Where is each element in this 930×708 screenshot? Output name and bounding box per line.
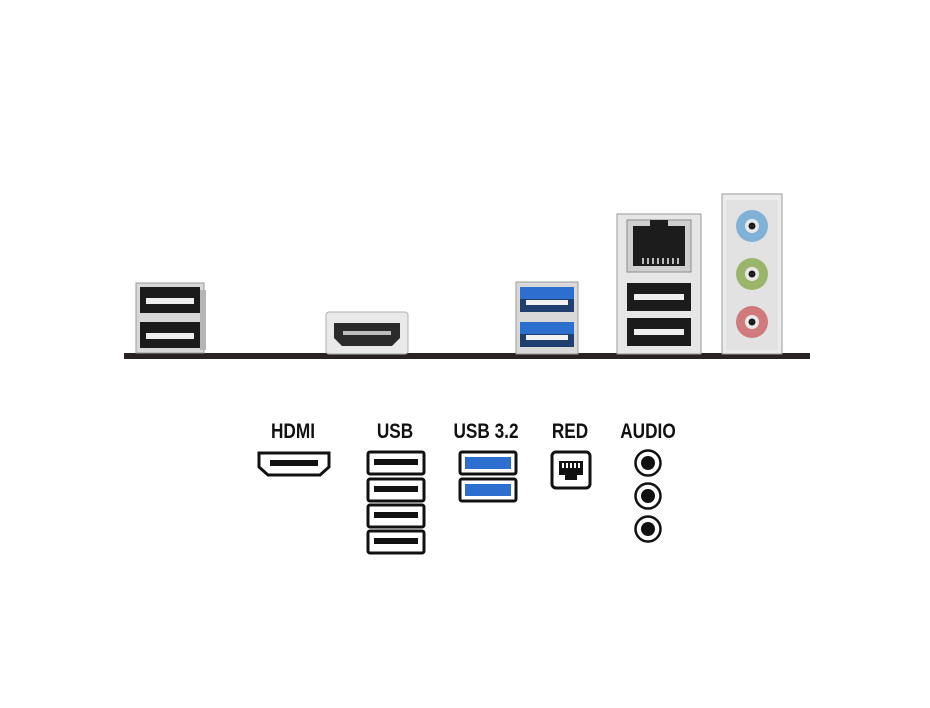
lan-usb-stack bbox=[616, 213, 702, 355]
pcb-edge bbox=[124, 353, 810, 359]
usb-port-icon bbox=[366, 450, 426, 476]
label-red: RED bbox=[551, 420, 589, 443]
label-hdmi: HDMI bbox=[270, 420, 315, 443]
label-usb: USB bbox=[376, 420, 414, 443]
label-audio: AUDIO bbox=[620, 420, 676, 443]
usb32-stack bbox=[515, 281, 579, 355]
ethernet-port-icon bbox=[550, 450, 592, 490]
usb32-port-icon bbox=[458, 477, 518, 503]
usb32-port-icon bbox=[458, 450, 518, 476]
usb-port-icon bbox=[366, 503, 426, 529]
audio-jack-icon bbox=[634, 449, 662, 477]
label-usb32: USB 3.2 bbox=[453, 420, 519, 443]
usb-port-icon bbox=[366, 529, 426, 555]
usb-port-icon bbox=[366, 477, 426, 503]
audio-stack bbox=[721, 193, 783, 355]
audio-jack-icon bbox=[634, 515, 662, 543]
hdmi-port-icon bbox=[257, 451, 331, 477]
usb2-stack bbox=[135, 282, 206, 354]
rear-io-panel bbox=[124, 193, 810, 359]
hdmi-port bbox=[325, 311, 409, 355]
audio-jack-icon bbox=[634, 482, 662, 510]
